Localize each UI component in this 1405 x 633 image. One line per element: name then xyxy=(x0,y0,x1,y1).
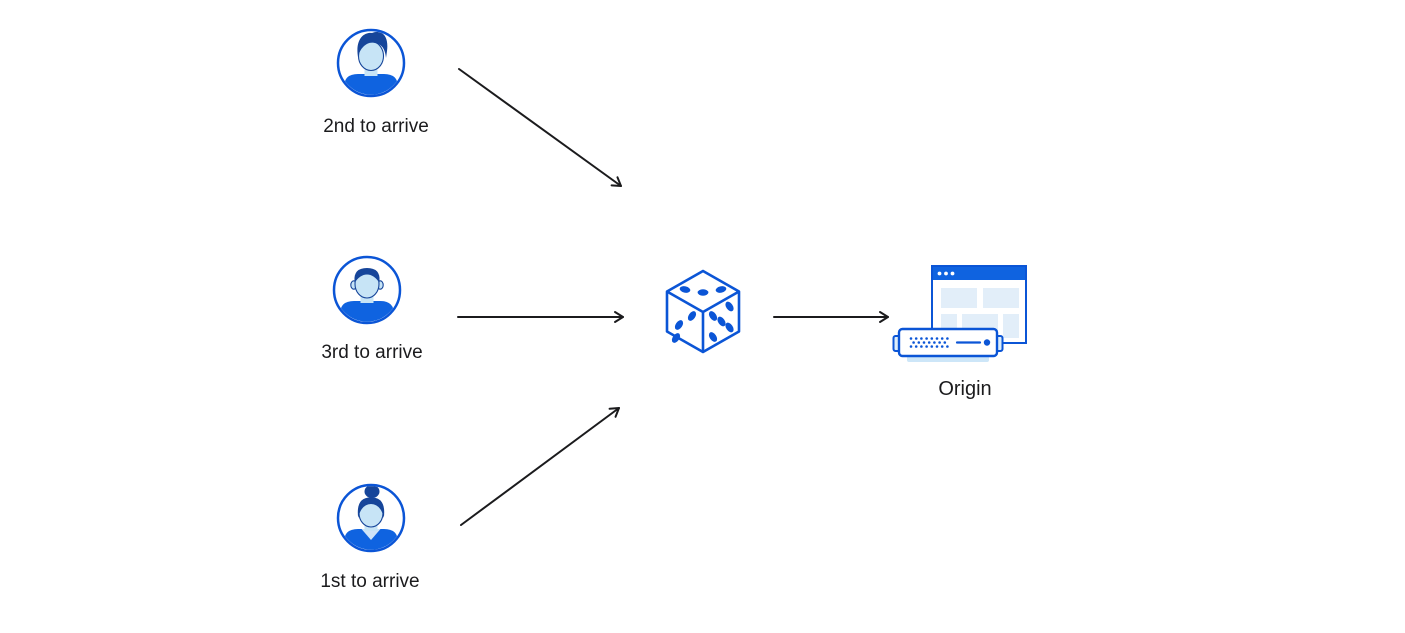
arrows xyxy=(457,68,889,526)
avatar-figure xyxy=(344,31,398,95)
avatar-figure xyxy=(344,486,398,550)
user-avatar-icon xyxy=(332,255,402,325)
user-avatar-icon xyxy=(336,483,406,553)
label-second-to-arrive: 2nd to arrive xyxy=(323,116,429,137)
origin-icon xyxy=(892,265,1027,362)
arrow-first-to-dice xyxy=(460,407,620,526)
server-led-dot xyxy=(983,339,991,346)
server-icon xyxy=(892,327,1004,362)
server-vent-dots xyxy=(909,337,949,348)
label-first-to-arrive: 1st to arrive xyxy=(320,571,420,592)
user-avatar-icon xyxy=(336,28,406,98)
label-third-to-arrive: 3rd to arrive xyxy=(321,342,423,363)
dice-icon xyxy=(665,269,741,354)
avatar-figure xyxy=(340,268,394,322)
label-origin: Origin xyxy=(938,378,992,400)
arrow-second-to-dice xyxy=(458,68,622,187)
dice-pips xyxy=(671,286,734,343)
